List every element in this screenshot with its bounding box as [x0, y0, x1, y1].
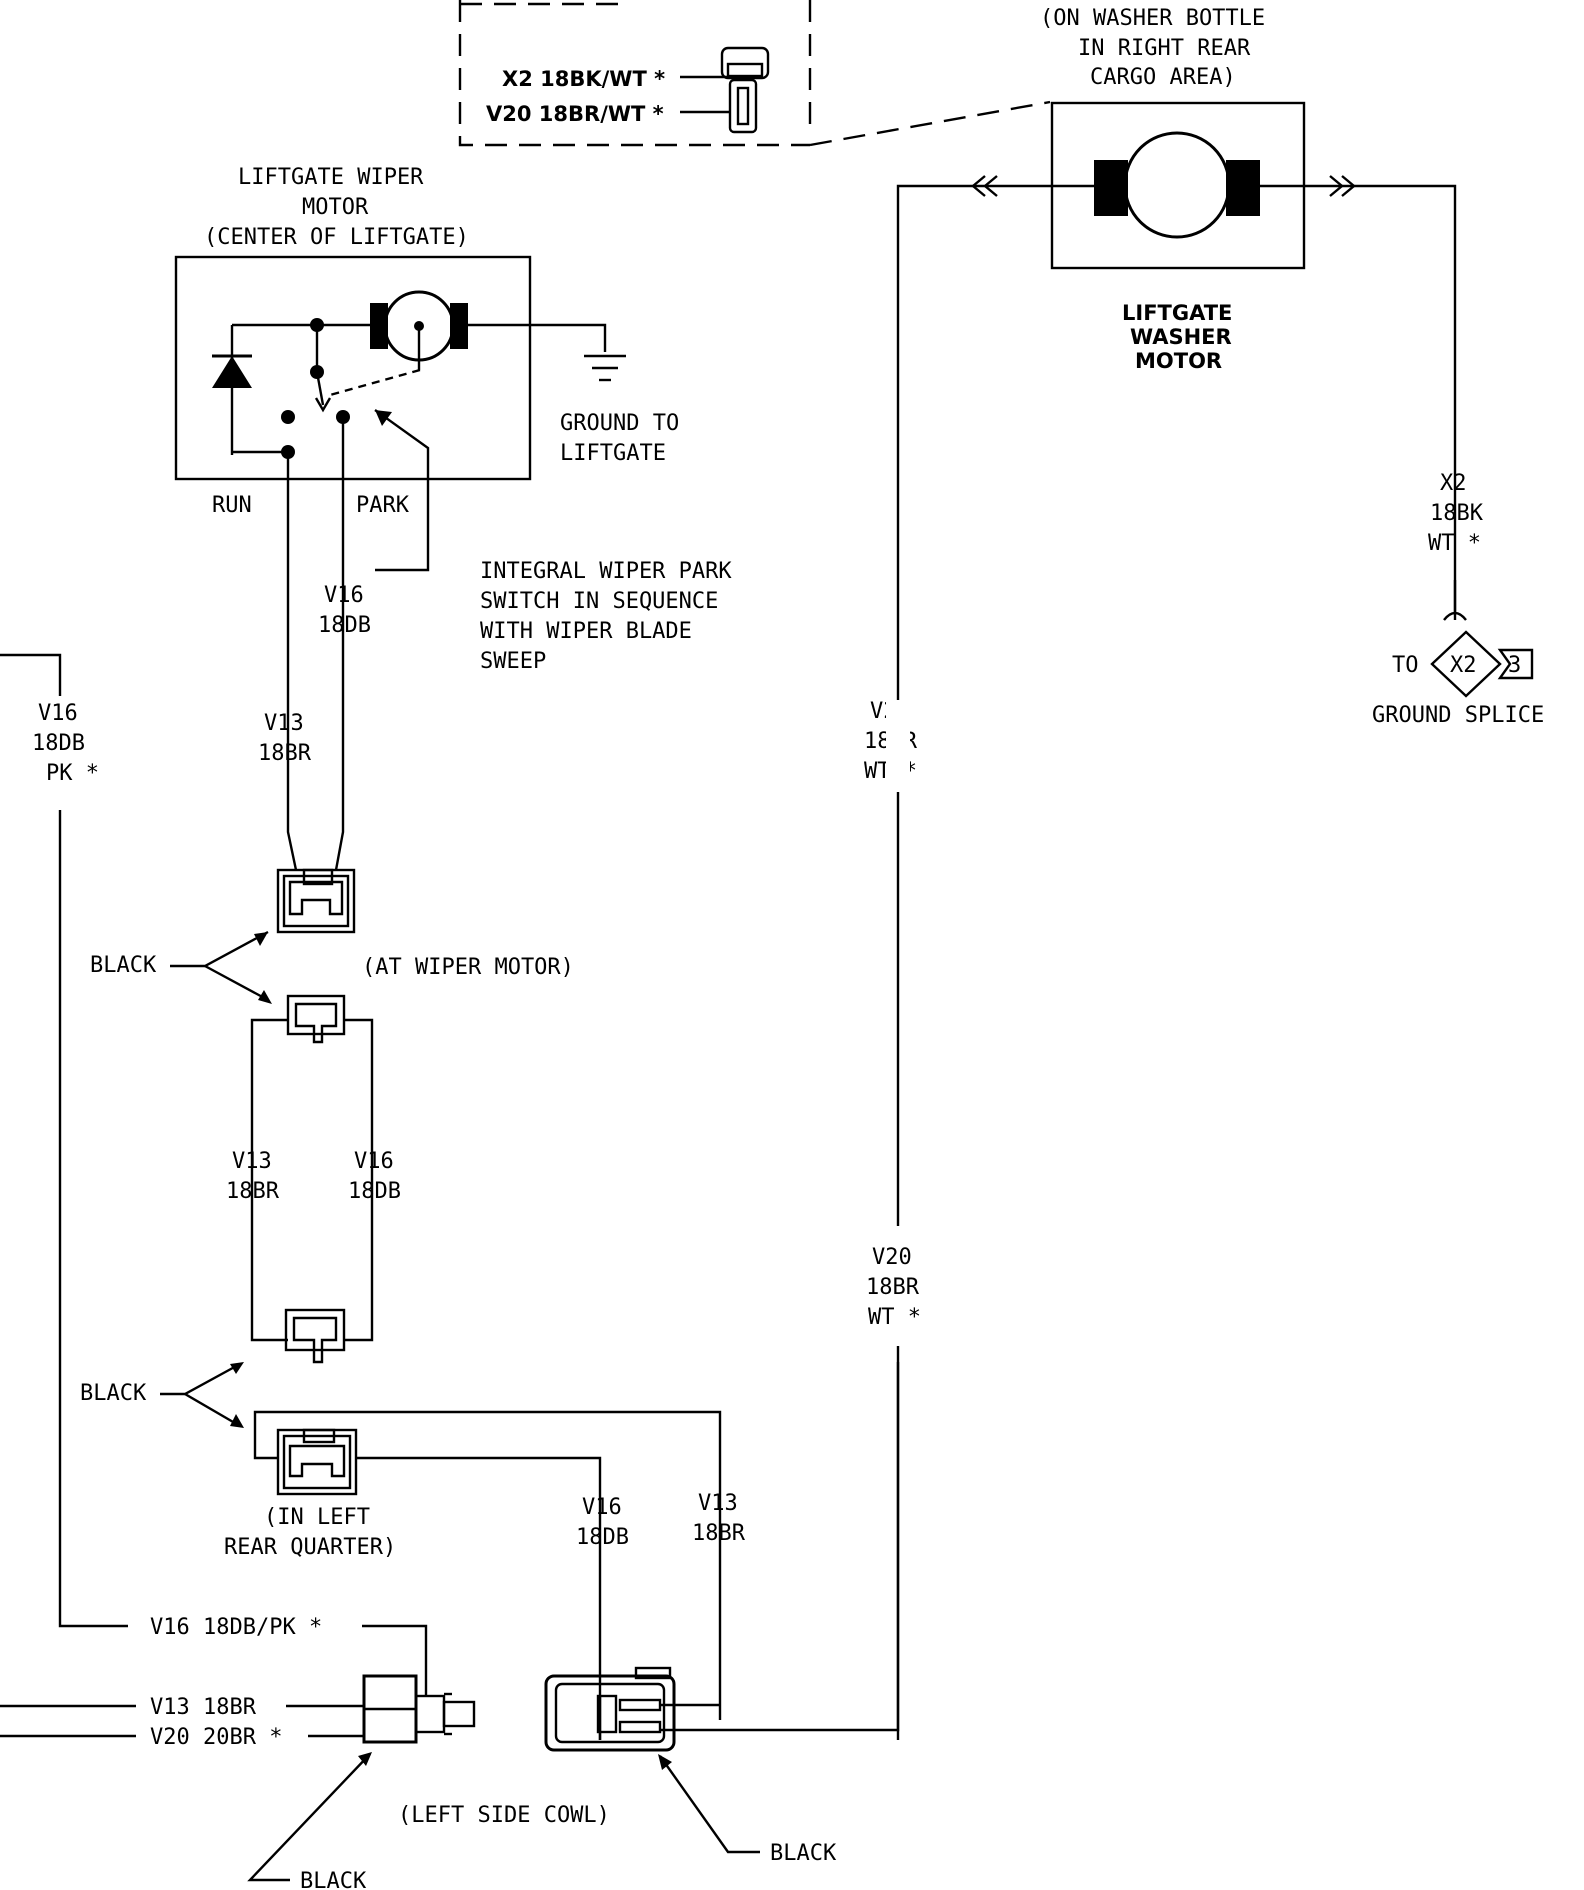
v13-low-label-1: V13 — [698, 1491, 738, 1516]
inset-x2-label: X2 18BK/WT * — [502, 67, 665, 91]
at-wiper-motor-label: (AT WIPER MOTOR) — [362, 955, 574, 980]
liftgate-wiper-motor — [174, 255, 626, 572]
splice-number: 3 — [1508, 653, 1521, 678]
black-label-3: BLACK — [300, 1869, 367, 1890]
splice-id: X2 — [1450, 653, 1477, 678]
v20-lower-label-2: 18BR — [866, 1275, 920, 1300]
ground-splice-symbol: X2 3 — [1430, 630, 1534, 698]
v20-bus-label: V20 20BR * — [150, 1725, 282, 1750]
v16-low-label-1: V16 — [582, 1495, 622, 1520]
ground-label-2: LIFTGATE — [560, 441, 666, 466]
park-switch-note-4: SWEEP — [480, 649, 546, 674]
washer-motor-label-1: LIFTGATE — [1122, 301, 1232, 325]
x2-wire-label-1: X2 — [1440, 471, 1467, 496]
washer-motor-label-3: MOTOR — [1135, 349, 1222, 373]
mid-connector-male — [286, 994, 346, 1044]
v16-low-label-2: 18DB — [576, 1525, 629, 1550]
v13-bus-label: V13 18BR — [150, 1695, 257, 1720]
ground-label-1: GROUND TO — [560, 411, 679, 436]
v16-bus-label: V16 18DB/PK * — [150, 1615, 322, 1640]
wiper-motor-title-1: LIFTGATE WIPER — [238, 165, 424, 190]
lower-connector-male — [284, 1308, 346, 1364]
v16-top-label-1: V16 — [324, 583, 364, 608]
v13-low-label-2: 18BR — [692, 1521, 746, 1546]
v20-lower-label-3: WT * — [868, 1305, 921, 1330]
v16-left-label-3: PK * — [46, 761, 99, 786]
left-rear-label-1: (IN LEFT — [264, 1505, 370, 1530]
v13-top-label-1: V13 — [264, 711, 304, 736]
splice-to-label: TO — [1392, 653, 1419, 678]
run-label: RUN — [212, 493, 252, 518]
ground-splice-label: GROUND SPLICE — [1372, 703, 1544, 728]
v16-mid-label-1: V16 — [354, 1149, 394, 1174]
left-rear-label-2: REAR QUARTER) — [224, 1535, 396, 1560]
left-side-cowl-label: (LEFT SIDE COWL) — [398, 1803, 610, 1828]
inset-v20-label: V20 18BR/WT * — [486, 102, 664, 126]
wiper-motor-title-2: MOTOR — [302, 195, 369, 220]
v16-top-label-2: 18DB — [318, 613, 371, 638]
black-label-2: BLACK — [80, 1381, 147, 1406]
washer-location-line3: CARGO AREA) — [1090, 65, 1236, 90]
x2-wire-label-2: 18BK — [1430, 501, 1484, 526]
left-rear-quarter-connector — [276, 1428, 358, 1496]
park-switch-note-1: INTEGRAL WIPER PARK — [480, 559, 732, 584]
x2-wire-label-3: WT * — [1428, 531, 1481, 556]
park-switch-note-3: WITH WIPER BLADE — [480, 619, 692, 644]
black-label-1: BLACK — [90, 953, 157, 978]
wiper-motor-title-3: (CENTER OF LIFTGATE) — [204, 225, 469, 250]
washer-connector-inset — [458, 0, 1051, 147]
cowl-connector-left — [362, 1674, 476, 1744]
park-switch-note-2: SWITCH IN SEQUENCE — [480, 589, 718, 614]
v20-lower-label-1: V20 — [872, 1245, 912, 1270]
washer-location-line2: IN RIGHT REAR — [1078, 36, 1251, 61]
v13-mid-label-2: 18BR — [226, 1179, 280, 1204]
washer-location-line1: (ON WASHER BOTTLE — [1040, 6, 1265, 31]
black-label-4: BLACK — [770, 1841, 837, 1866]
v16-left-label-1: V16 — [38, 701, 78, 726]
v16-mid-label-2: 18DB — [348, 1179, 401, 1204]
v13-mid-label-1: V13 — [232, 1149, 272, 1174]
wiper-motor-connector-female — [276, 868, 356, 934]
v13-top-label-2: 18BR — [258, 741, 312, 766]
cowl-connector-right — [544, 1666, 676, 1752]
park-label: PARK — [356, 493, 410, 518]
v16-left-label-2: 18DB — [32, 731, 85, 756]
liftgate-washer-motor — [896, 101, 1457, 1740]
washer-motor-label-2: WASHER — [1130, 325, 1232, 349]
